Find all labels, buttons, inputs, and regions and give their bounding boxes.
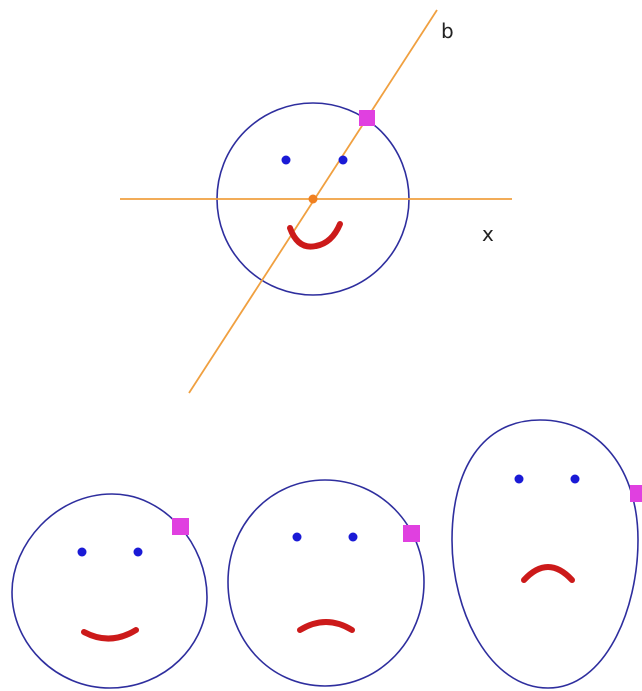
- face-2-drag-handle[interactable]: [403, 525, 420, 542]
- face-3-left-eye: [514, 474, 524, 484]
- face-1-mouth-smile: [81, 627, 139, 642]
- construction-mouth-smile: [287, 221, 343, 250]
- label-line-x: x: [482, 222, 494, 246]
- face-1-drag-handle[interactable]: [172, 518, 189, 535]
- construction-left-eye: [281, 155, 291, 165]
- face-1-right-eye: [133, 547, 143, 557]
- face-1-left-eye: [77, 547, 87, 557]
- center-point: [308, 194, 318, 204]
- face-1-outline: [11, 493, 208, 689]
- construction-drag-handle[interactable]: [359, 110, 375, 126]
- face-3: [451, 419, 642, 689]
- face-2-left-eye: [292, 532, 302, 542]
- label-line-b: b: [441, 19, 454, 43]
- construction-right-eye: [338, 155, 348, 165]
- face-3-outline: [451, 419, 639, 689]
- face-2-mouth-frown: [297, 619, 355, 633]
- construction-figure: b x: [120, 9, 512, 394]
- face-3-right-eye: [570, 474, 580, 484]
- face-3-drag-handle[interactable]: [630, 485, 642, 502]
- face-2-outline: [227, 479, 425, 687]
- face-2: [227, 479, 425, 687]
- face-1: [11, 493, 208, 689]
- face-3-mouth-frown: [521, 564, 575, 583]
- face-2-right-eye: [348, 532, 358, 542]
